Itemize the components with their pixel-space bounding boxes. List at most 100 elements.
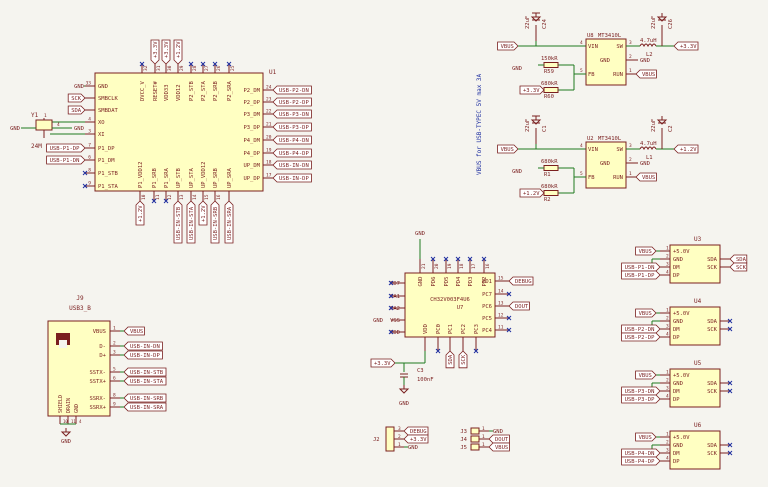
reg-bot-pin-gnd: GND	[600, 161, 610, 167]
hub-top-label-text: +1.2V	[176, 41, 182, 58]
hub-left-pin-num: 6	[88, 155, 91, 161]
mcu-debug-label	[508, 276, 534, 286]
mcu-left-pin-name: PDD	[390, 330, 400, 336]
reg-bot-ind-value: 4.7uH	[640, 141, 657, 147]
mcu-sda-label	[445, 350, 455, 369]
mcu-top-pin-name: PD6	[431, 277, 437, 287]
port-U4-dn-label-text: USB-P2-DN	[625, 327, 655, 333]
hub-right-label	[272, 173, 312, 183]
hub-right-label-text: USB-P4-DP	[279, 151, 309, 157]
reg-bot-pin-num: 3	[629, 143, 632, 149]
hub-left-pin-name: XI	[98, 132, 105, 138]
port-U4-vbus-label	[635, 308, 657, 318]
reg-top-pin-num: 4	[580, 40, 583, 46]
hub-p1-dp-label	[46, 143, 86, 153]
reg-bot-pin-num: 5	[580, 171, 583, 177]
port-U6-dn-label-text: USB-P4-DN	[625, 451, 655, 457]
hub-bottom-label-text: +1.2V	[138, 205, 144, 222]
hub-right-pin-num: 19	[266, 148, 272, 154]
port-U3-dp-label	[621, 270, 661, 280]
port-U6-pin-sda: SDA	[707, 443, 718, 449]
reg-top-cap-in-value: 22uF	[525, 16, 531, 29]
reg-bot-fb-out-label	[519, 188, 545, 198]
mcu-right-pin-num: 11	[498, 325, 504, 331]
mcu-top-pin-name: PD2	[482, 277, 488, 287]
port-U5-ref: U5	[694, 360, 702, 367]
no-connect-mark	[200, 61, 206, 67]
port-U4-pin-sck: SCK	[707, 327, 718, 333]
reg-bot-ic-body	[585, 141, 627, 189]
port-U5-dn-label-text: USB-P3-DN	[625, 389, 655, 395]
usb3-pin-num: 9	[113, 402, 116, 408]
port-U3-pin-sda: SDA	[707, 257, 718, 263]
port-U3-dn-label	[621, 262, 661, 272]
usb3-label-text: USB-IN-STA	[130, 379, 164, 385]
reg-bot-cap-out-gnd-triangle	[656, 119, 668, 125]
hub-right-pin-name: P2_DM	[243, 88, 260, 94]
mcu-right-pin-num: 14	[498, 289, 504, 295]
reg-top-vbus-label-text: VBUS	[501, 44, 514, 50]
reg-top-r1	[543, 62, 559, 68]
reg-bot-r2-ref: R2	[544, 197, 551, 203]
port-U6-pin-num: 2	[666, 440, 669, 446]
port-U4-pin-num: 2	[666, 316, 669, 322]
no-connect-mark	[506, 291, 512, 297]
hub-gnd-label: GND	[74, 84, 84, 90]
hub-sck-label-text: SCK	[71, 96, 82, 102]
port-U5-pin-num: 2	[666, 378, 669, 384]
crystal-gnd-right: GND	[74, 126, 84, 132]
hub-left-pin-name: P1_STB	[98, 171, 119, 177]
usb3-ref: J9	[76, 295, 84, 302]
usb3-bottom-pin-name: SHIELD	[58, 395, 64, 413]
usb3-bottom-pin-num: 4	[79, 419, 82, 424]
reg-top-cap-out-value: 22uF	[651, 16, 657, 29]
jumper-ref: J5	[460, 445, 467, 451]
jumper-pin-num: 1	[482, 426, 485, 432]
hub-top-pin-num: 26	[216, 65, 222, 71]
reg-bot-fb-out-label-text: +1.2V	[523, 191, 540, 197]
port-U4-pin-5v: +5.0V	[673, 311, 690, 317]
hub-top-pin-num: 27	[204, 65, 210, 71]
mcu-left-pin-name: PA1	[390, 294, 400, 300]
hub-right-label	[272, 122, 312, 132]
usb3-pin-num: 8	[113, 393, 116, 399]
hub-left-pin-name: GND	[98, 84, 108, 90]
hub-sda-label-text: SDA	[71, 108, 82, 114]
jumper-body	[470, 427, 480, 435]
hub-left-pin-name: P1_DM	[98, 158, 115, 164]
crystal-pin: 1	[44, 113, 47, 119]
reg-top-cap-out-gnd-triangle	[656, 16, 668, 22]
hub-bottom-label	[198, 200, 208, 226]
hub-right-label	[272, 148, 312, 158]
reg-bot-cap-in-ref: C1	[542, 125, 548, 132]
mcu-ic-body	[404, 272, 496, 338]
usb3-pin-num: 5	[113, 367, 116, 373]
reg-top-fb-out-label-text: +3.3V	[523, 88, 540, 94]
port-U3-pin-num: 2	[666, 254, 669, 260]
reg-top-r1-ref: R59	[544, 69, 554, 75]
no-connect-mark	[727, 326, 733, 332]
no-connect-mark	[226, 61, 232, 67]
hub-top-pin-name: DVCC_V	[140, 80, 146, 101]
hub-left-pin-num: 8	[88, 168, 91, 174]
hub-top-label-text: +3.3V	[164, 41, 170, 58]
port-U3-sda-label-text: SDA	[736, 257, 747, 263]
hub-bottom-label	[224, 200, 234, 244]
port-U3-ref: U3	[694, 236, 702, 243]
port-U5-pin-num: 4	[666, 394, 669, 400]
mcu-right-pin-name: PC5	[482, 316, 492, 322]
hub-bottom-label	[135, 200, 145, 226]
usb3-label-text: USB-IN-DP	[130, 353, 160, 359]
port-U6-vbus-label-text: VBUS	[639, 435, 652, 441]
reg-top-vout-label	[673, 41, 699, 51]
hub-right-pin-num: 24	[266, 85, 272, 91]
port-U6-pin-num: 4	[666, 456, 669, 462]
jumper-ref: J4	[460, 437, 467, 443]
port-U6-dp-label	[621, 456, 661, 466]
port-U5-pin-num: 1	[666, 370, 669, 376]
port-U5-pin-sda: SDA	[707, 381, 718, 387]
hub-right-label-text: USB-P3-DP	[279, 125, 309, 131]
port-U3-dp-label-text: USB-P1-DP	[625, 273, 655, 279]
mcu-right-pin-num: 13	[498, 301, 504, 307]
usb3-pin-num: 2	[113, 341, 116, 347]
